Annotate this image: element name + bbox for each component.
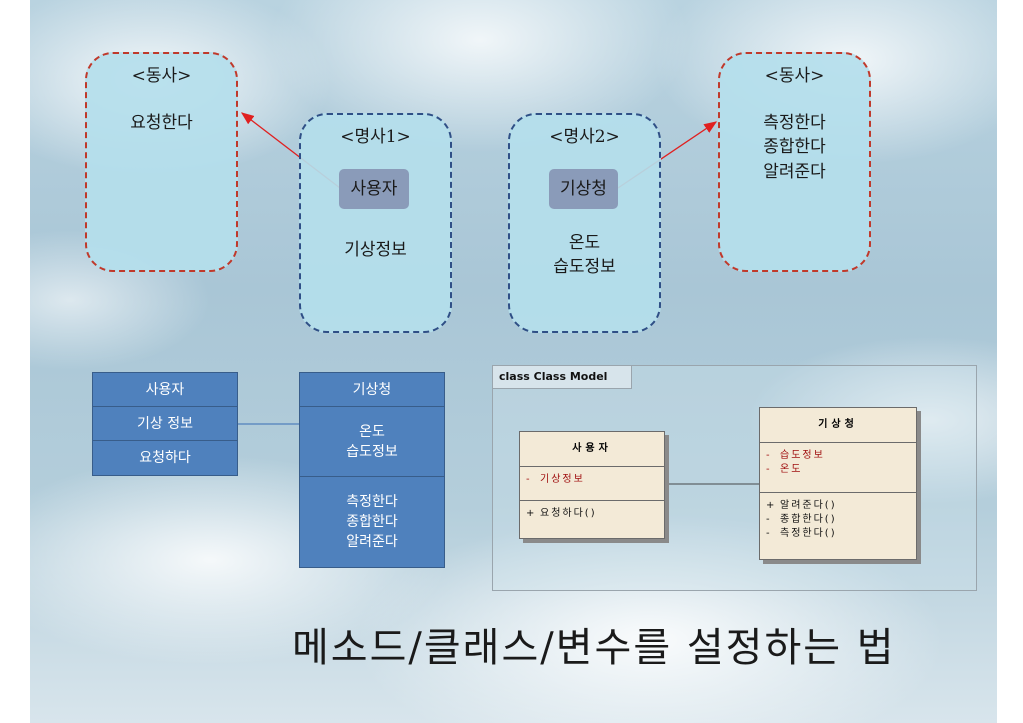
simple-class-weather-method-3: 알려준다 bbox=[346, 534, 398, 551]
uml-class-weather-name: 기상청 bbox=[760, 408, 916, 443]
uml-weather-op-vis-2: - bbox=[766, 514, 770, 525]
uml-weather-attr-name-1: 습도정보 bbox=[780, 450, 825, 461]
uml-class-model-frame: class Class Model 사용자 -기상정보 +요청하다() 기상청 … bbox=[492, 365, 977, 591]
uml-weather-op-name-1: 알려준다() bbox=[780, 500, 837, 511]
simple-class-weather-attr-2: 습도정보 bbox=[346, 444, 398, 460]
verb-box-right-title: <동사> bbox=[764, 66, 825, 86]
noun2-chip-weather: 기상청 bbox=[549, 169, 618, 209]
verb-right-line-2: 종합한다 bbox=[763, 137, 826, 158]
uml-class-weather: 기상청 -습도정보 -온도 +알려준다() -종합한다() -측정한다() bbox=[759, 407, 917, 560]
simple-class-weather-method-2: 종합한다 bbox=[346, 513, 398, 530]
noun2-box: <명사2> 온도 습도정보 bbox=[508, 113, 661, 333]
uml-user-op-name: 요청하다() bbox=[540, 508, 597, 519]
noun1-line: 기상정보 bbox=[344, 239, 407, 260]
uml-weather-op-row-1: + 알려준다() bbox=[766, 499, 910, 513]
noun2-box-title: <명사2> bbox=[549, 127, 620, 147]
uml-class-user-operations: + 요청하다() bbox=[520, 501, 664, 525]
slide: <동사> 요청한다 <명사1> 기상정보 사용자 <명사2> 온도 습도정보 기… bbox=[30, 0, 997, 723]
simple-class-weather-attr-1: 온도 bbox=[359, 423, 385, 440]
uml-weather-op-name-2: 종합한다() bbox=[780, 514, 837, 525]
simple-class-user-attribute: 기상 정보 bbox=[92, 406, 238, 442]
uml-user-attr-row: -기상정보 bbox=[526, 473, 658, 487]
uml-user-op-vis: + bbox=[526, 508, 535, 519]
uml-weather-attr-vis-1: - bbox=[766, 450, 770, 461]
uml-user-attr-vis: - bbox=[526, 474, 530, 485]
verb-box-left: <동사> 요청한다 bbox=[85, 52, 238, 272]
simple-class-weather-method-1: 측정한다 bbox=[346, 493, 398, 510]
uml-weather-attr-row-2: -온도 bbox=[766, 463, 910, 477]
noun1-box: <명사1> 기상정보 bbox=[299, 113, 452, 333]
simple-class-weather-attributes: 온도 습도정보 bbox=[299, 406, 445, 478]
verb-left-line: 요청한다 bbox=[130, 112, 193, 133]
uml-weather-op-vis-3: - bbox=[766, 528, 770, 539]
uml-class-user-name: 사용자 bbox=[520, 432, 664, 467]
uml-user-attr-name: 기상정보 bbox=[540, 474, 585, 485]
uml-weather-op-row-3: -측정한다() bbox=[766, 527, 910, 541]
simple-class-user-name: 사용자 bbox=[92, 372, 238, 408]
uml-class-user-attributes: -기상정보 bbox=[520, 467, 664, 501]
simple-class-weather-name: 기상청 bbox=[299, 372, 445, 408]
noun2-line-2: 습도정보 bbox=[553, 257, 616, 278]
noun1-box-title: <명사1> bbox=[340, 127, 411, 147]
slide-title: 메소드/클래스/변수를 설정하는 법 bbox=[292, 625, 896, 671]
uml-class-weather-operations: + 알려준다() -종합한다() -측정한다() bbox=[760, 493, 916, 545]
uml-class-weather-attributes: -습도정보 -온도 bbox=[760, 443, 916, 493]
verb-box-right: <동사> 측정한다 종합한다 알려준다 bbox=[718, 52, 871, 272]
uml-weather-attr-vis-2: - bbox=[766, 464, 770, 475]
simple-class-weather-methods: 측정한다 종합한다 알려준다 bbox=[299, 476, 445, 568]
verb-right-line-3: 알려준다 bbox=[763, 161, 826, 182]
uml-weather-op-vis-1: + bbox=[766, 500, 775, 511]
verb-right-line-1: 측정한다 bbox=[763, 112, 826, 133]
uml-weather-attr-row-1: -습도정보 bbox=[766, 449, 910, 463]
verb-box-left-title: <동사> bbox=[131, 66, 192, 86]
noun1-chip-user: 사용자 bbox=[339, 169, 409, 209]
uml-user-op-row: + 요청하다() bbox=[526, 507, 658, 521]
uml-weather-op-row-2: -종합한다() bbox=[766, 513, 910, 527]
uml-weather-op-name-3: 측정한다() bbox=[780, 528, 837, 539]
simple-class-user-method: 요청하다 bbox=[92, 440, 238, 476]
noun2-line-1: 온도 bbox=[568, 232, 601, 253]
uml-weather-attr-name-2: 온도 bbox=[780, 464, 803, 475]
uml-frame-title: class Class Model bbox=[493, 366, 633, 389]
uml-class-user: 사용자 -기상정보 + 요청하다() bbox=[519, 431, 665, 539]
